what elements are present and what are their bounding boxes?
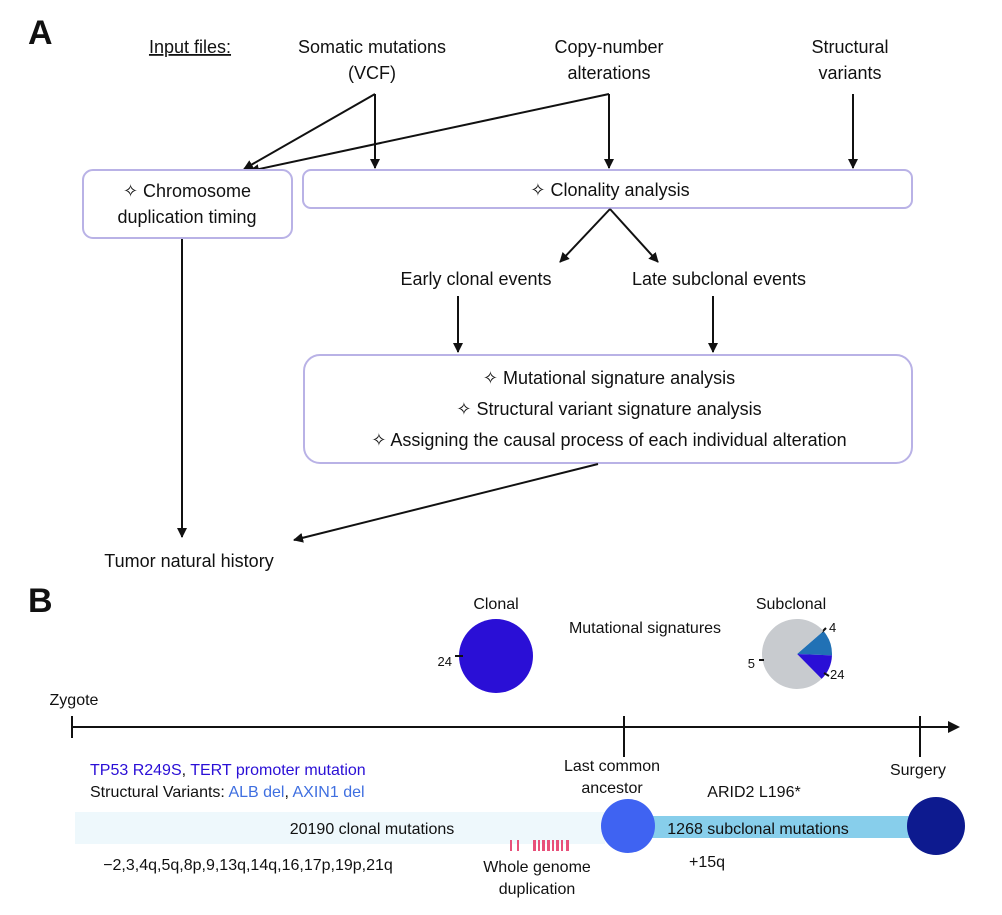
axin1-del: AXIN1 del bbox=[293, 784, 365, 801]
input-somatic-line1: Somatic mutations bbox=[298, 37, 446, 57]
pie-slice-24 bbox=[459, 619, 533, 693]
wgd-tick-marks bbox=[510, 840, 569, 851]
last-common-ancestor-node bbox=[601, 799, 655, 853]
mutational-signatures-label: Mutational signatures bbox=[569, 620, 721, 637]
surgery-node bbox=[907, 797, 965, 855]
subclonal-title: Subclonal bbox=[756, 596, 826, 613]
chromosome-timing-box: ✧ Chromosome duplication timing bbox=[82, 169, 293, 239]
surgery-label: Surgery bbox=[890, 762, 946, 779]
signature-box-line1: ✧ Mutational signature analysis bbox=[483, 368, 735, 388]
arrow-to-early bbox=[559, 208, 611, 263]
pie-label-4: 4 bbox=[829, 620, 836, 635]
input-sv-line2: variants bbox=[818, 63, 881, 83]
driver-separator: , bbox=[182, 762, 191, 779]
input-structural-variants: Structural variants bbox=[811, 37, 888, 83]
structural-variants-line: Structural Variants: ALB del, AXIN1 del bbox=[90, 784, 365, 801]
timeline-arrowhead bbox=[948, 721, 960, 733]
input-sv-line1: Structural bbox=[811, 37, 888, 57]
late-subclonal-events: Late subclonal events bbox=[632, 269, 806, 289]
lca-label-line1: Last common bbox=[564, 758, 660, 775]
input-somatic-mutations: Somatic mutations (VCF) bbox=[298, 37, 446, 83]
pie-label-24: 24 bbox=[830, 667, 844, 682]
arrow-to-late bbox=[609, 208, 659, 263]
clonal-signature-pie: 24 bbox=[438, 619, 533, 693]
clonality-analysis-box: ✧ Clonality analysis bbox=[302, 169, 913, 209]
subclonal-mutations-label: 1268 subclonal mutations bbox=[667, 821, 848, 838]
zygote-label: Zygote bbox=[50, 692, 99, 709]
input-cna-line1: Copy-number bbox=[554, 37, 663, 57]
clonality-box-label: ✧ Clonality analysis bbox=[530, 180, 689, 200]
signature-box-line2: ✧ Structural variant signature analysis bbox=[456, 399, 761, 419]
lca-label-line2: ancestor bbox=[581, 780, 643, 797]
clonal-title: Clonal bbox=[473, 596, 518, 613]
clonal-cna-list: −2,3,4q,5q,8p,9,13q,14q,16,17p,19p,21q bbox=[103, 857, 393, 874]
tumor-natural-history: Tumor natural history bbox=[104, 551, 273, 571]
pie-label-24: 24 bbox=[438, 654, 452, 669]
input-files-label: Input files: bbox=[149, 37, 231, 57]
subclonal-cna: +15q bbox=[689, 854, 725, 871]
signature-box-line3: ✧ Assigning the causal process of each i… bbox=[371, 430, 846, 450]
clonal-mutations-bar bbox=[75, 812, 605, 844]
subclonal-mutations-bar bbox=[630, 816, 935, 838]
pie-slice-24 bbox=[797, 654, 832, 679]
sv-prefix: Structural Variants: bbox=[90, 784, 228, 801]
input-somatic-line2: (VCF) bbox=[348, 63, 396, 83]
arid2-driver: ARID2 L196* bbox=[707, 784, 800, 801]
pie-label-5: 5 bbox=[748, 656, 755, 671]
early-clonal-events: Early clonal events bbox=[400, 269, 551, 289]
signature-analysis-box: ✧ Mutational signature analysis ✧ Struct… bbox=[303, 354, 913, 464]
wgd-label-line2: duplication bbox=[499, 881, 576, 898]
arrow-cna-to-timing bbox=[249, 93, 610, 175]
input-cna-line2: alterations bbox=[567, 63, 650, 83]
panel-a-label: A bbox=[28, 14, 53, 52]
arrow-signatures-to-history bbox=[293, 463, 599, 543]
input-copy-number: Copy-number alterations bbox=[554, 37, 663, 83]
tert-driver: TERT promoter mutation bbox=[190, 762, 365, 779]
tp53-driver: TP53 R249S bbox=[90, 762, 182, 779]
timing-box-line1: ✧ Chromosome bbox=[123, 181, 251, 201]
timing-box-line2: duplication timing bbox=[117, 207, 256, 227]
pie-slice-4 bbox=[797, 631, 832, 656]
clonal-mutations-label: 20190 clonal mutations bbox=[290, 821, 455, 838]
clonal-drivers-line: TP53 R249S, TERT promoter mutation bbox=[90, 762, 366, 779]
sv-separator: , bbox=[284, 784, 292, 801]
alb-del: ALB del bbox=[228, 784, 284, 801]
arrow-somatic-to-timing bbox=[243, 93, 376, 170]
wgd-label-line1: Whole genome bbox=[483, 859, 591, 876]
subclonal-signature-pie: 4 24 5 bbox=[748, 619, 844, 689]
pie-label-tick-24 bbox=[823, 672, 830, 677]
pie-slice-5 bbox=[762, 619, 824, 689]
panel-b-label: B bbox=[28, 582, 53, 620]
